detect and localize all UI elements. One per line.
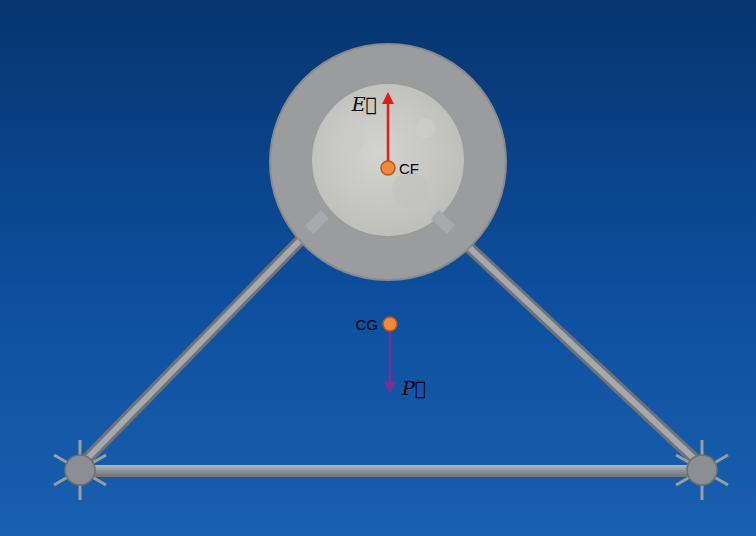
weight-force-arrow xyxy=(384,330,396,394)
hub-disc xyxy=(687,455,717,485)
center-of-gravity-point xyxy=(383,317,397,331)
force-symbol: P⃗ xyxy=(402,378,426,399)
float xyxy=(270,44,506,280)
buoyancy-force-arrow xyxy=(382,92,394,162)
point-label: CF xyxy=(399,161,419,178)
joint-hubs xyxy=(54,440,728,500)
center-of-buoyancy-point xyxy=(381,161,395,175)
force-symbol: E⃗ xyxy=(352,94,377,115)
hub-disc xyxy=(65,455,95,485)
point-label: CG xyxy=(356,317,379,334)
